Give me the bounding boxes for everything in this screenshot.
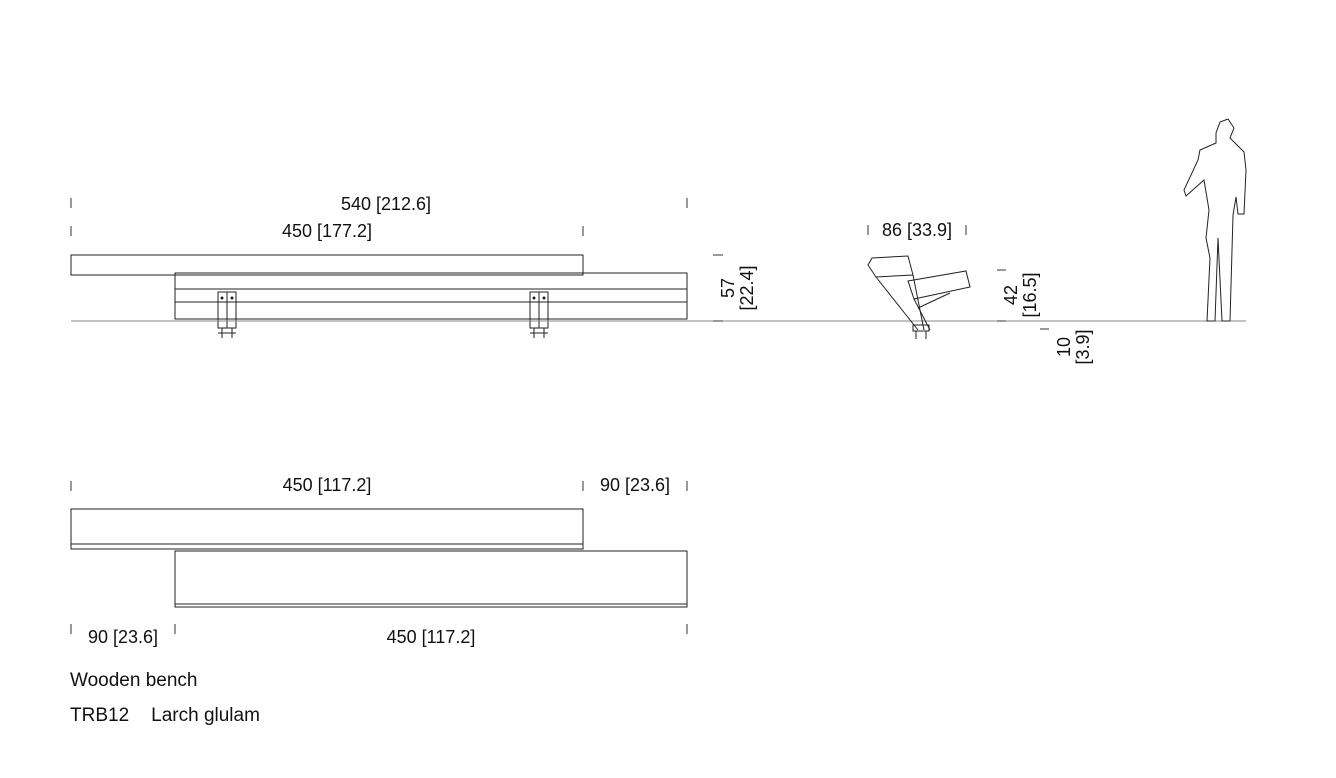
plan-bottom-length-label: 450 [117.2]	[387, 627, 476, 647]
product-code: TRB12	[70, 705, 130, 726]
plan-top-length-label: 450 [117.2]	[283, 475, 372, 495]
bench-plan-view	[70, 508, 688, 608]
plan-lower-beam	[174, 550, 688, 608]
plan-upper-beam	[70, 508, 584, 550]
bench-leg	[217, 291, 237, 338]
side-seat-height-dimension: 42 [16.5]	[997, 269, 1040, 322]
product-material: Larch glulam	[151, 705, 260, 726]
elevation-height-in-label: [22.4]	[737, 265, 757, 310]
elevation-seat-length-label: 450 [177.2]	[282, 221, 372, 241]
base-beam	[174, 301, 688, 320]
product-spec: TRB12 Larch glulam	[70, 705, 260, 727]
elevation-height-dimension: 57 [22.4]	[713, 254, 757, 322]
product-title: Wooden bench	[70, 670, 198, 691]
bench-side-view	[867, 255, 971, 339]
plan-bottom-dimensions: 90 [23.6] 450 [117.2]	[70, 624, 688, 647]
plan-top-offset-label: 90 [23.6]	[600, 475, 670, 495]
side-foot-mm-label: 10	[1054, 337, 1074, 357]
plan-bottom-offset-label: 90 [23.6]	[88, 627, 158, 647]
side-depth-dimension: 86 [33.9]	[867, 220, 967, 240]
elevation-total-length-label: 540 [212.6]	[341, 194, 431, 214]
bench-front-elevation	[70, 254, 688, 338]
bench-leg	[529, 291, 549, 338]
side-foot-in-label: [3.9]	[1073, 329, 1093, 364]
human-scale-figure	[1183, 118, 1247, 322]
side-depth-label: 86 [33.9]	[882, 220, 952, 240]
side-seat-height-mm-label: 42	[1001, 285, 1021, 305]
plan-top-dimensions: 450 [117.2] 90 [23.6]	[70, 475, 688, 495]
side-foot-dimension: 10 [3.9]	[1040, 328, 1093, 365]
elevation-height-mm-label: 57	[718, 278, 738, 298]
lower-beam	[174, 272, 688, 303]
side-seat-height-in-label: [16.5]	[1020, 272, 1040, 317]
upper-beam	[70, 254, 584, 276]
elevation-dimension-ticks	[70, 198, 688, 236]
